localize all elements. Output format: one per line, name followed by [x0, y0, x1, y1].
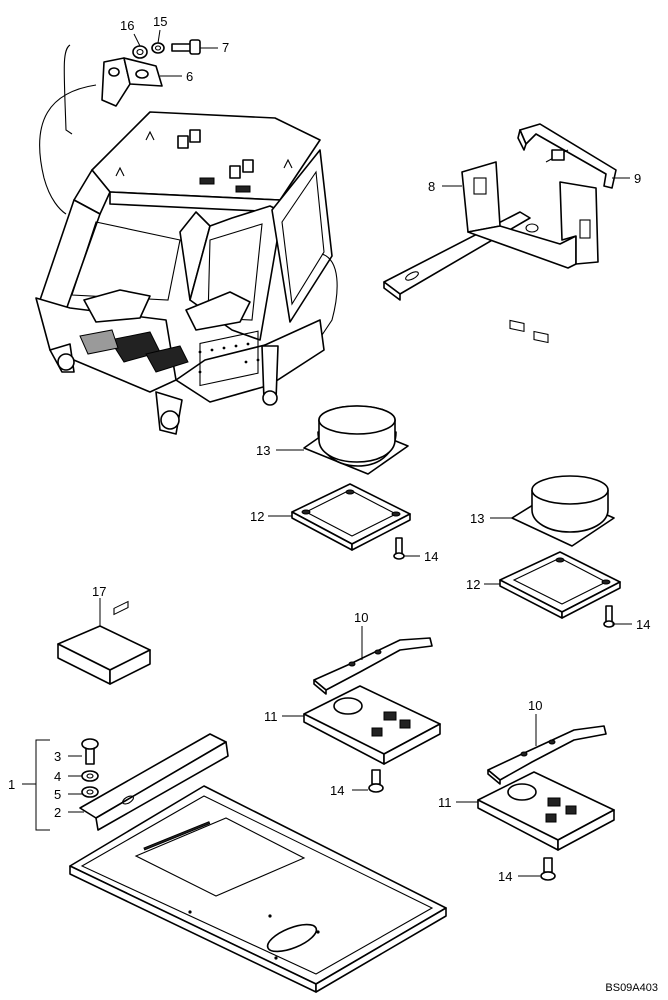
callout-1: 1: [8, 777, 15, 792]
housing-11a: [303, 685, 441, 765]
bezel-12a: [291, 483, 411, 551]
bolt-7: [171, 39, 201, 55]
screw-14a: [393, 537, 405, 560]
callout-6: 6: [186, 69, 193, 84]
callout-13a: 13: [256, 443, 270, 458]
callout-8: 8: [428, 179, 435, 194]
nut-16: [132, 45, 148, 59]
callout-5: 5: [54, 787, 61, 802]
plate-10a: [313, 637, 433, 695]
callout-10b: 10: [528, 698, 542, 713]
housing-11b: [477, 771, 615, 851]
callout-17: 17: [92, 584, 106, 599]
clip-9: [517, 123, 617, 189]
operator-cab: [35, 44, 338, 435]
callout-10a: 10: [354, 610, 368, 625]
speaker-13b: [511, 475, 615, 547]
callout-11b: 11: [438, 795, 452, 810]
mount-bracket: [101, 57, 163, 107]
lock-washer-4: [81, 770, 99, 782]
leader-lines: [22, 29, 632, 877]
callout-3: 3: [54, 749, 61, 764]
callout-2: 2: [54, 805, 61, 820]
callout-labels: 16 15 7 6 8 9 13 12 14 13 12 14 17 10 11…: [8, 14, 650, 884]
callout-14c: 14: [330, 783, 344, 798]
callout-7: 7: [222, 40, 229, 55]
drawing-code: BS09A403: [605, 982, 658, 994]
module-17: [57, 600, 151, 685]
callout-15: 15: [153, 14, 167, 29]
callout-12a: 12: [250, 509, 264, 524]
washer-15: [151, 42, 165, 54]
callout-4: 4: [54, 769, 61, 784]
screw-14c: [368, 769, 384, 793]
callout-12b: 12: [466, 577, 480, 592]
washer-5: [81, 786, 99, 798]
callout-14d: 14: [498, 869, 512, 884]
plate-10b: [487, 725, 607, 785]
callout-16: 16: [120, 18, 134, 33]
callout-14b: 14: [636, 617, 650, 632]
screw-14b: [603, 605, 615, 628]
speaker-13a: [303, 405, 409, 475]
bolt-3: [81, 738, 99, 765]
bezel-12b: [499, 551, 621, 619]
callout-11a: 11: [264, 709, 278, 724]
rail-2: [79, 733, 229, 831]
bracket-8: [383, 161, 599, 344]
screw-14d: [540, 857, 556, 881]
callout-9: 9: [634, 171, 641, 186]
callout-14a: 14: [424, 549, 438, 564]
callout-13b: 13: [470, 511, 484, 526]
floor-plate: [69, 785, 447, 993]
